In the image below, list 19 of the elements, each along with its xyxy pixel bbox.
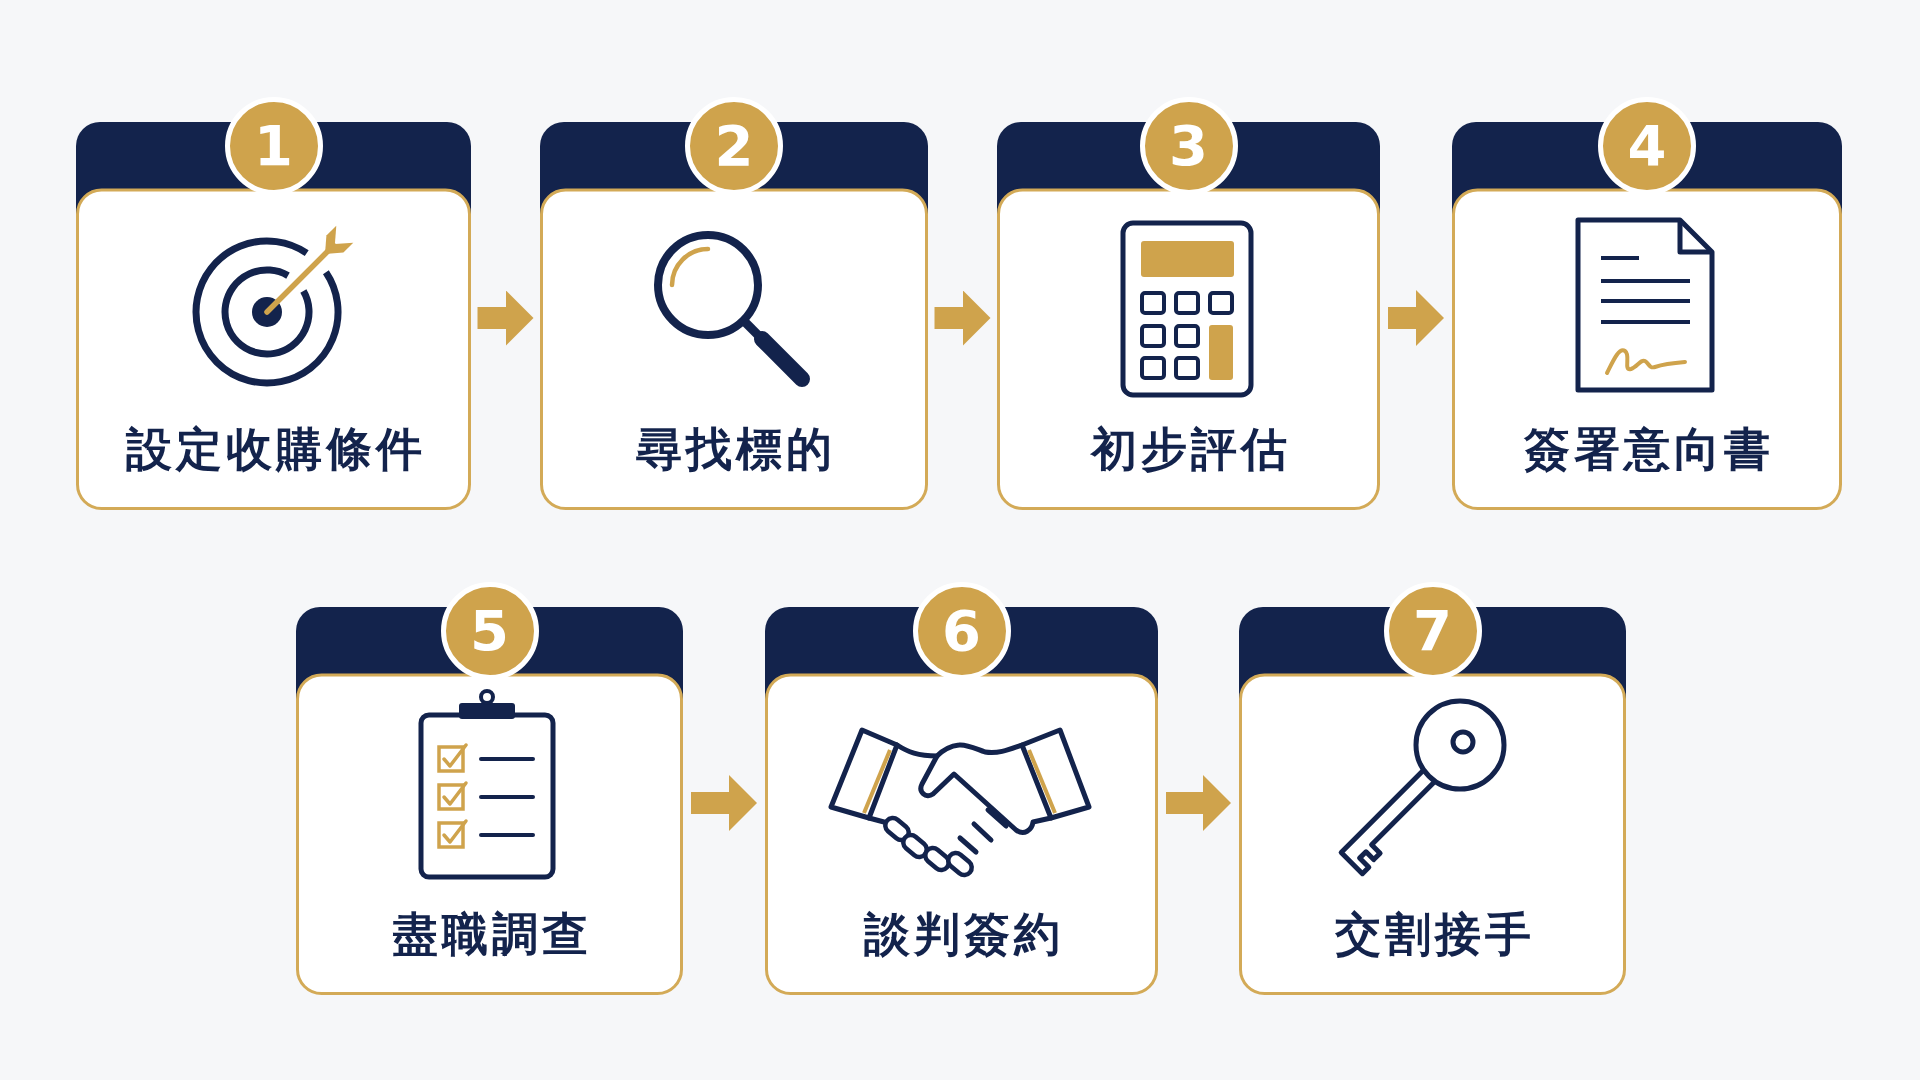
step-title: 初步評估 [1089, 422, 1291, 476]
step-title: 交割接手 [1333, 907, 1535, 961]
number-badge: 3 [1139, 97, 1238, 195]
number-badge: 5 [440, 582, 539, 680]
arrow [691, 775, 757, 831]
arrow [1166, 775, 1231, 831]
arrow [1388, 290, 1444, 346]
number-badge: 6 [912, 582, 1011, 680]
arrow [477, 290, 534, 346]
step-title: 盡職調查 [390, 907, 592, 961]
number-badge: 2 [685, 97, 783, 195]
arrow [934, 290, 991, 346]
number-badge: 1 [224, 97, 323, 195]
step-title: 談判簽約 [862, 907, 1064, 961]
number-badge: 4 [1598, 97, 1696, 195]
step-title: 設定收購條件 [124, 422, 426, 476]
step-title: 尋找標的 [635, 422, 836, 476]
number-badge: 7 [1383, 582, 1482, 680]
step-title: 簽署意向書 [1523, 422, 1774, 476]
